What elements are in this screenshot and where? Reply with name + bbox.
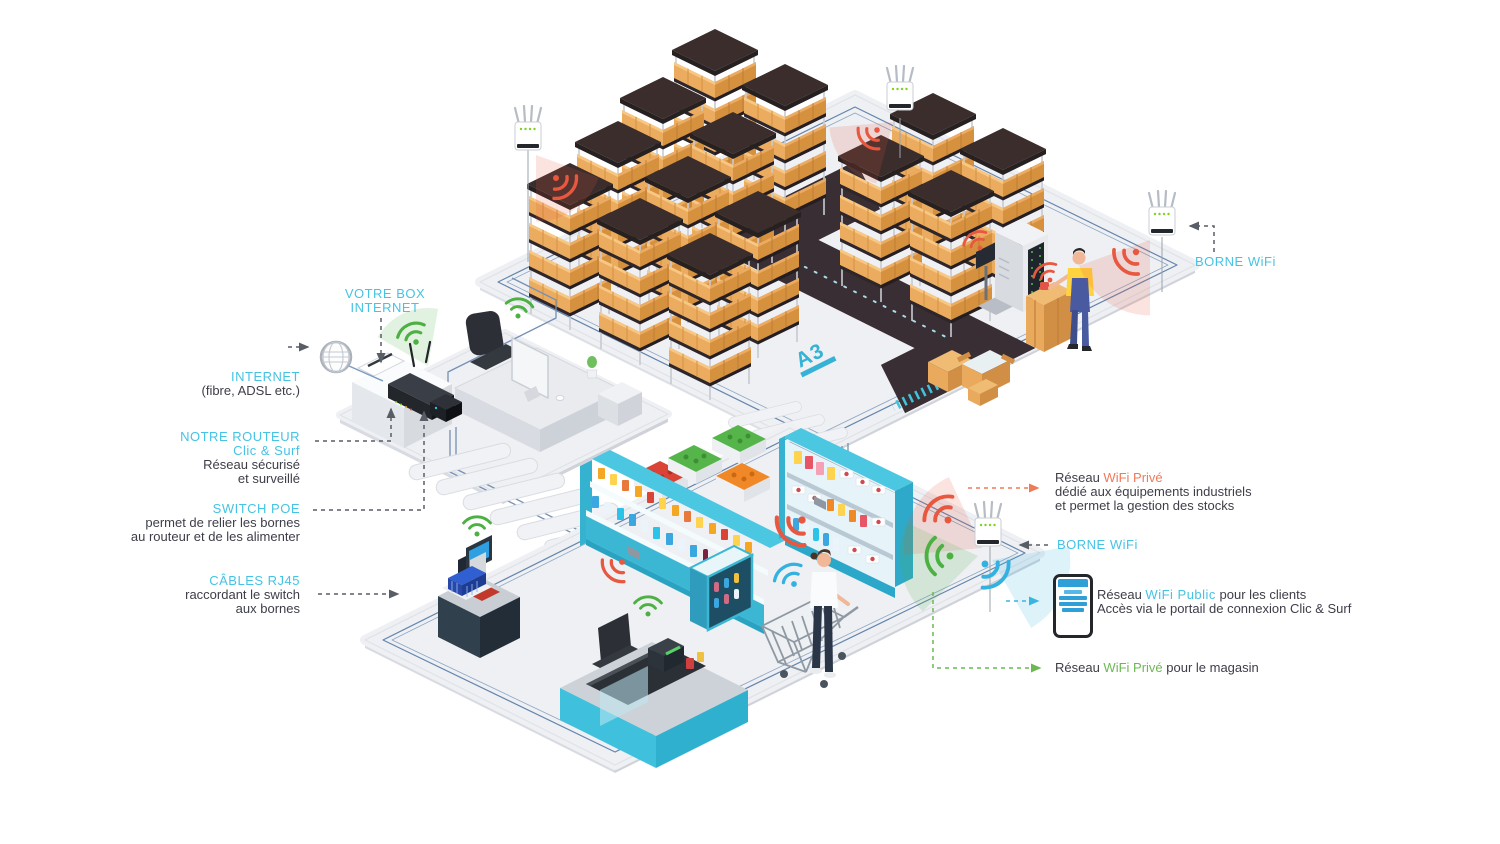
access-point-icon	[1147, 189, 1177, 237]
inventory-kiosk	[959, 220, 1048, 315]
industrial-shelf-products	[787, 451, 893, 564]
private-wifi-store-label: Réseau WiFi Privé pour le magasin	[1055, 660, 1259, 675]
gondola-products-row1	[598, 468, 752, 553]
internet-label: INTERNET (fibre, ADSL etc.)	[202, 370, 301, 398]
switch-label-line1: permet de relier les bornes	[145, 515, 300, 530]
cables-label-line1: raccordant le switch	[185, 587, 300, 602]
router-label: NOTRE ROUTEUR Clic & Surf Réseau sécuris…	[180, 430, 300, 486]
cables-label-line2: aux bornes	[235, 601, 300, 616]
internet-label-sub: (fibre, ADSL etc.)	[201, 383, 301, 398]
public-wifi-label: Réseau WiFi Public pour les clients Accè…	[1097, 587, 1352, 616]
barcode-scanner-icon	[1040, 282, 1049, 290]
portal-header	[1058, 579, 1088, 587]
cables-label-title: CÂBLES RJ45	[209, 573, 300, 588]
cable-office-to-warehouse	[447, 277, 557, 396]
produce-crates	[634, 425, 770, 502]
router-label-line2: et surveillé	[237, 471, 300, 486]
router-label-line1: Réseau sécurisé	[203, 457, 300, 472]
aisle-hazard-stripes	[891, 371, 958, 412]
aisle-dotted-line	[794, 261, 953, 341]
switch-label-line2: au routeur et de les alimenter	[130, 529, 300, 544]
shelf-sensor-icon	[814, 496, 826, 510]
box-internet-label-line2: INTERNET	[350, 300, 420, 315]
floor-boxes	[928, 350, 1016, 406]
store-cable-loop	[382, 436, 1026, 753]
shopper-with-cart	[759, 549, 859, 688]
office-desk-area	[453, 295, 642, 452]
borne-wifi-store-label: BORNE WiFi	[1057, 537, 1138, 552]
router-label-title: NOTRE ROUTEUR	[180, 429, 300, 444]
desktop-monitor	[511, 337, 549, 402]
warehouse-access-points	[504, 64, 1186, 327]
smartphone-icon	[1053, 574, 1093, 638]
annotation-connectors	[288, 221, 1215, 673]
plant-icon	[586, 356, 598, 379]
borne-wifi-warehouse-label: BORNE WiFi	[1195, 254, 1276, 269]
poe-switch	[430, 394, 462, 422]
store-access-point	[891, 469, 1082, 634]
shelf-sensor-icon	[628, 546, 640, 560]
self-checkout-kiosk	[438, 515, 520, 658]
cash-register	[648, 638, 684, 672]
checkout-counter	[560, 595, 748, 768]
cables-label: CÂBLES RJ45 raccordant le switch aux bor…	[185, 574, 300, 616]
mouse-icon	[555, 395, 565, 401]
router-label-brand: Clic & Surf	[233, 443, 300, 458]
warehouse-worker	[1026, 248, 1094, 352]
box-internet-label-line1: VOTRE BOX	[344, 286, 426, 301]
freezer-unit	[687, 544, 755, 633]
shopping-basket-icon	[448, 566, 486, 597]
shopper	[810, 549, 850, 678]
private-wifi-industrial-label: Réseau WiFi Privé dédié aux équipements …	[1055, 470, 1252, 513]
box-internet-label: VOTRE BOX INTERNET	[330, 287, 440, 315]
access-point-icon	[885, 64, 915, 112]
access-point-icon	[973, 500, 1003, 548]
wifi-signal-green-icon	[462, 515, 492, 538]
public-wifi-title: Réseau WiFi Public pour les clients	[1097, 587, 1307, 602]
internet-globe-icon	[319, 340, 384, 382]
switch-label-title: SWITCH POE	[212, 501, 300, 516]
internet-label-title: INTERNET	[231, 369, 300, 384]
access-point-icon	[513, 104, 543, 152]
switch-label: SWITCH POE permet de relier les bornes a…	[131, 502, 300, 544]
private-wifi-industrial-title: Réseau WiFi Privé	[1055, 470, 1163, 485]
